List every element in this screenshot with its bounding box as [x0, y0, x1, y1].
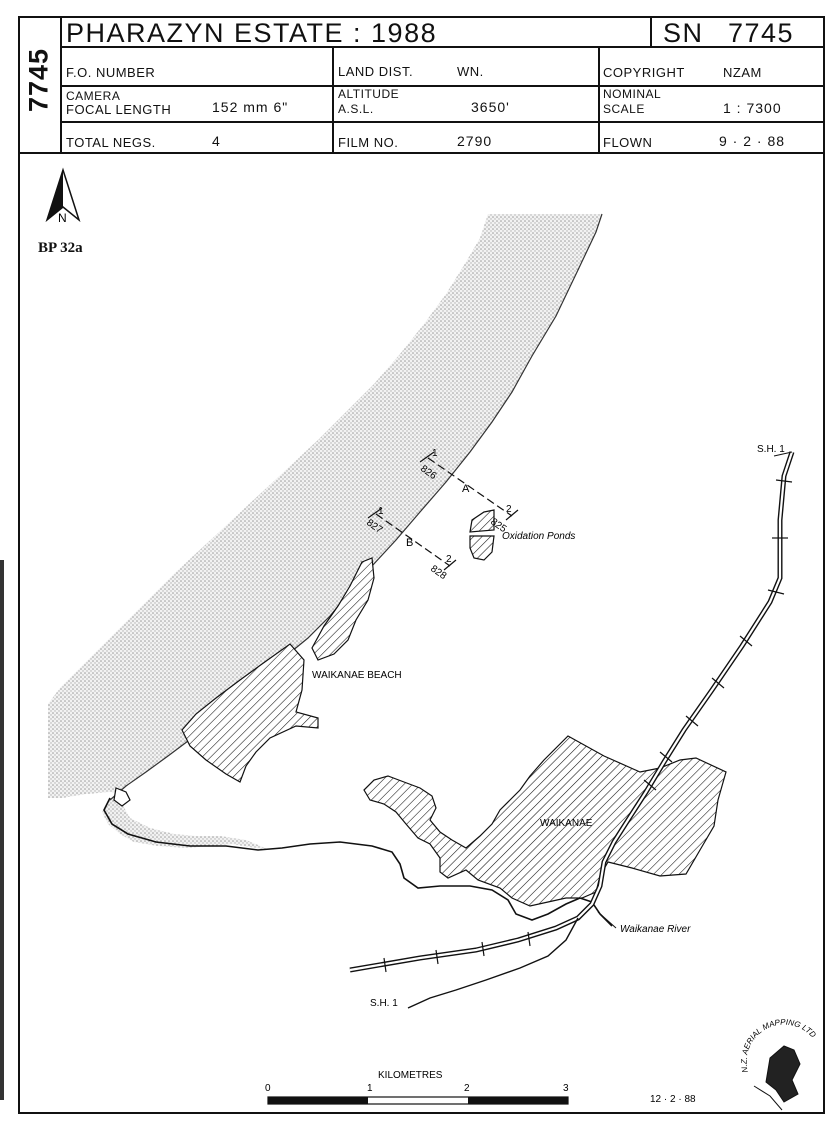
- line-b-end-num: 2: [446, 554, 452, 565]
- scale-tick-0: 0: [265, 1083, 271, 1094]
- total-negs-label: TOTAL NEGS.: [66, 135, 156, 150]
- scale-label: SCALE: [603, 102, 645, 116]
- sn-label: SN: [663, 18, 704, 48]
- waikanae-town-area: [363, 735, 727, 907]
- focal-length-value: 152 mm 6": [212, 99, 289, 115]
- copyright-label: COPYRIGHT: [603, 65, 685, 80]
- sh1-label-top: S.H. 1: [757, 444, 785, 455]
- altitude-value: 3650': [471, 99, 510, 115]
- waikanae-beach-area-south: [181, 643, 319, 783]
- oxidation-ponds: [469, 509, 495, 561]
- sh1-label-bottom: S.H. 1: [370, 998, 398, 1009]
- flown-value: 9 · 2 · 88: [719, 133, 786, 149]
- nz-aerial-mapping-logo: N.Z. AERIAL MAPPING LTD: [740, 1018, 821, 1111]
- scale-tick-3: 3: [563, 1083, 569, 1094]
- copyright-value: NZAM: [723, 65, 762, 80]
- flown-label: FLOWN: [603, 135, 653, 150]
- waikanae-beach-label: WAIKANAE BEACH: [312, 670, 402, 681]
- land-dist-label: LAND DIST.: [338, 64, 414, 79]
- waikanae-beach-area-north: [311, 557, 375, 661]
- waikanae-river: [103, 797, 613, 927]
- fo-number-label: F.O. NUMBER: [66, 65, 156, 80]
- line-a-end-num: 2: [506, 504, 512, 515]
- line-b-start-num: 1: [378, 506, 384, 517]
- land-dist-value: WN.: [457, 64, 484, 79]
- coastal-sea-strip: [48, 214, 602, 850]
- date-drawn: 12 · 2 · 88: [650, 1094, 696, 1105]
- scale-bar-title: KILOMETRES: [378, 1070, 443, 1081]
- film-no-label: FILM NO.: [338, 135, 399, 150]
- line-b-label: B: [406, 537, 413, 549]
- line-a-label: A: [462, 483, 470, 495]
- scale-value: 1 : 7300: [723, 100, 782, 116]
- camera-label: CAMERA: [66, 89, 121, 103]
- state-highway-1: [349, 451, 795, 1009]
- line-b-end-neg: 828: [428, 563, 448, 582]
- scale-tick-2: 2: [464, 1083, 470, 1094]
- nominal-label: NOMINAL: [603, 87, 662, 101]
- north-arrow-icon: N: [45, 167, 81, 225]
- line-a-start-num: 1: [432, 448, 438, 459]
- north-label: N: [58, 211, 67, 225]
- scale-tick-1: 1: [367, 1083, 373, 1094]
- sortie-title: PHARAZYN ESTATE : 1988: [66, 18, 438, 48]
- waikanae-label: WAIKANAE: [540, 818, 593, 829]
- map-frame: [18, 154, 825, 1114]
- film-no-value: 2790: [457, 133, 493, 149]
- sn-value: 7745: [728, 18, 795, 48]
- plan-reference: BP 32a: [38, 240, 83, 256]
- waikanae-river-label: Waikanae River: [620, 924, 691, 935]
- altitude-label: ALTITUDE: [338, 87, 400, 101]
- scale-bar: KILOMETRES 0 1 2 3: [265, 1070, 569, 1105]
- total-negs-value: 4: [212, 133, 221, 149]
- scan-edge-mark: [0, 560, 4, 1100]
- focal-length-label: FOCAL LENGTH: [66, 102, 172, 117]
- oxidation-ponds-label: Oxidation Ponds: [502, 531, 575, 542]
- asl-label: A.S.L.: [338, 102, 374, 116]
- header-table: PHARAZYN ESTATE : 1988 SN 7745 F.O. NUMB…: [18, 16, 825, 154]
- river-estuary: [113, 787, 131, 807]
